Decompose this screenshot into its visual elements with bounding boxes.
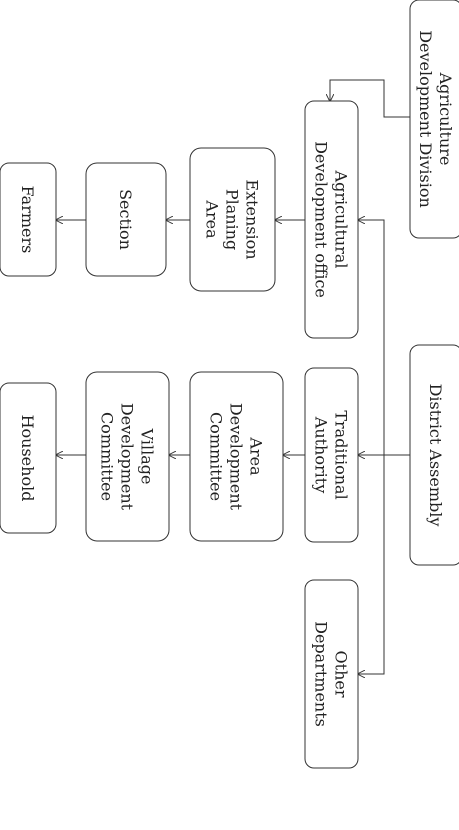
node-label-line: Agricultural xyxy=(332,170,351,269)
node-label-line: Development xyxy=(227,403,246,511)
edge-agri-division-to-agri-office xyxy=(330,79,410,118)
node-label-section: Section xyxy=(117,189,136,250)
node-label-district-assembly: District Assembly xyxy=(427,384,446,527)
node-label-line: District Assembly xyxy=(427,384,446,527)
node-label-household: Household xyxy=(19,415,38,502)
node-box-district-assembly xyxy=(409,344,459,566)
node-label-line: Development office xyxy=(312,141,331,298)
nodes: AgricultureDevelopment DivisionDistrict … xyxy=(0,0,459,769)
node-district-assembly: District Assembly xyxy=(409,344,459,566)
node-farmers: Farmers xyxy=(0,162,57,277)
node-agri-office: AgriculturalDevelopment office xyxy=(304,100,359,339)
node-label-line: Area xyxy=(203,199,222,239)
edge-district-to-agri-office xyxy=(358,220,410,456)
node-label-line: Section xyxy=(117,189,136,250)
node-label-line: Household xyxy=(19,415,38,502)
node-box-farmers xyxy=(0,162,57,277)
node-box-other-departments xyxy=(304,579,359,769)
node-village-committee: VillageDevelopmentCommittee xyxy=(85,371,170,542)
node-box-household xyxy=(0,382,57,534)
node-label-line: Agriculture xyxy=(437,72,456,166)
node-label-line: Committee xyxy=(98,412,117,501)
node-label-line: Planing xyxy=(223,189,242,250)
node-box-section xyxy=(85,162,167,277)
node-other-departments: OtherDepartments xyxy=(304,579,359,769)
node-box-village-committee xyxy=(85,371,170,542)
node-label-line: Development xyxy=(118,403,137,511)
node-label-line: Development Division xyxy=(417,30,436,208)
node-label-line: Committee xyxy=(207,412,226,501)
node-box-agri-office xyxy=(304,100,359,339)
node-box-agri-division xyxy=(409,0,459,239)
node-label-line: Departments xyxy=(312,621,331,727)
node-label-line: Authority xyxy=(312,416,331,493)
node-traditional-authority: TraditionalAuthority xyxy=(304,367,359,543)
node-agri-division: AgricultureDevelopment Division xyxy=(409,0,459,239)
node-box-extension-planning xyxy=(189,147,276,292)
edge-district-to-other-departments xyxy=(358,455,385,674)
node-label-line: Other xyxy=(332,651,351,698)
node-label-area-committee: AreaDevelopmentCommittee xyxy=(207,403,266,511)
node-label-extension-planning: ExtensionPlaningArea xyxy=(203,179,262,259)
node-label-line: Farmers xyxy=(19,186,38,254)
node-household: Household xyxy=(0,382,57,534)
node-label-farmers: Farmers xyxy=(19,186,38,254)
node-label-traditional-authority: TraditionalAuthority xyxy=(312,410,351,499)
node-label-agri-division: AgricultureDevelopment Division xyxy=(417,30,456,208)
edges xyxy=(56,79,410,674)
node-extension-planning: ExtensionPlaningArea xyxy=(189,147,276,292)
node-label-line: Traditional xyxy=(332,410,351,499)
node-box-area-committee xyxy=(189,371,284,542)
node-box-traditional-authority xyxy=(304,367,359,543)
node-label-agri-office: AgriculturalDevelopment office xyxy=(312,141,351,298)
node-area-committee: AreaDevelopmentCommittee xyxy=(189,371,284,542)
node-label-line: Area xyxy=(247,436,266,476)
node-label-village-committee: VillageDevelopmentCommittee xyxy=(98,403,157,511)
node-section: Section xyxy=(85,162,167,277)
node-label-line: Extension xyxy=(243,179,262,259)
node-label-other-departments: OtherDepartments xyxy=(312,621,351,727)
node-label-line: Village xyxy=(138,428,157,485)
